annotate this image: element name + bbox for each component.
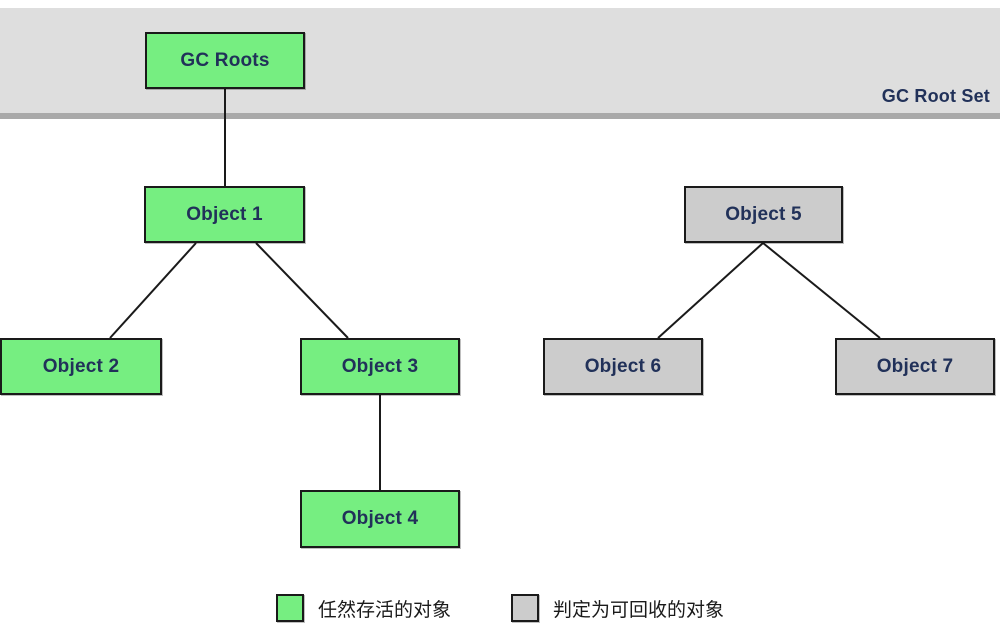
node-object-1[interactable]: Object 1: [144, 186, 305, 243]
legend-swatch-alive: [275, 594, 304, 622]
node-object-5[interactable]: Object 5: [684, 186, 843, 243]
node-object-3[interactable]: Object 3: [300, 338, 460, 395]
node-label: Object 5: [725, 203, 802, 225]
node-label: Object 1: [186, 203, 263, 225]
gc-root-set-label: GC Root Set: [881, 86, 990, 106]
node-object-4[interactable]: Object 4: [300, 490, 460, 548]
node-label: Object 2: [42, 355, 120, 377]
node-label: Object 6: [584, 355, 662, 377]
node-label: GC Roots: [180, 49, 270, 71]
legend-garbage: 判定为可回收的对象: [511, 594, 724, 622]
legend-alive: 任然存活的对象: [275, 594, 451, 622]
edge-object1-object3: [255, 242, 349, 339]
node-object-7[interactable]: Object 7: [835, 338, 995, 395]
legend-label: 任然存活的对象: [317, 599, 451, 621]
node-label: Object 4: [341, 508, 419, 529]
legend: 任然存活的对象 判定为可回收的对象: [0, 585, 1000, 631]
edge-object5-object6: [657, 242, 764, 339]
node-object-2[interactable]: Object 2: [0, 338, 162, 395]
node-label: Object 3: [341, 355, 419, 377]
edge-object5-object7: [762, 242, 881, 339]
gc-root-set-divider: [0, 113, 1000, 119]
legend-swatch-garbage: [511, 594, 539, 622]
edge-object1-object2: [109, 242, 197, 339]
legend-label: 判定为可回收的对象: [553, 599, 725, 621]
node-label: Object 7: [876, 355, 954, 377]
node-gc-roots[interactable]: GC Roots: [145, 32, 305, 89]
node-object-6[interactable]: Object 6: [543, 338, 703, 395]
